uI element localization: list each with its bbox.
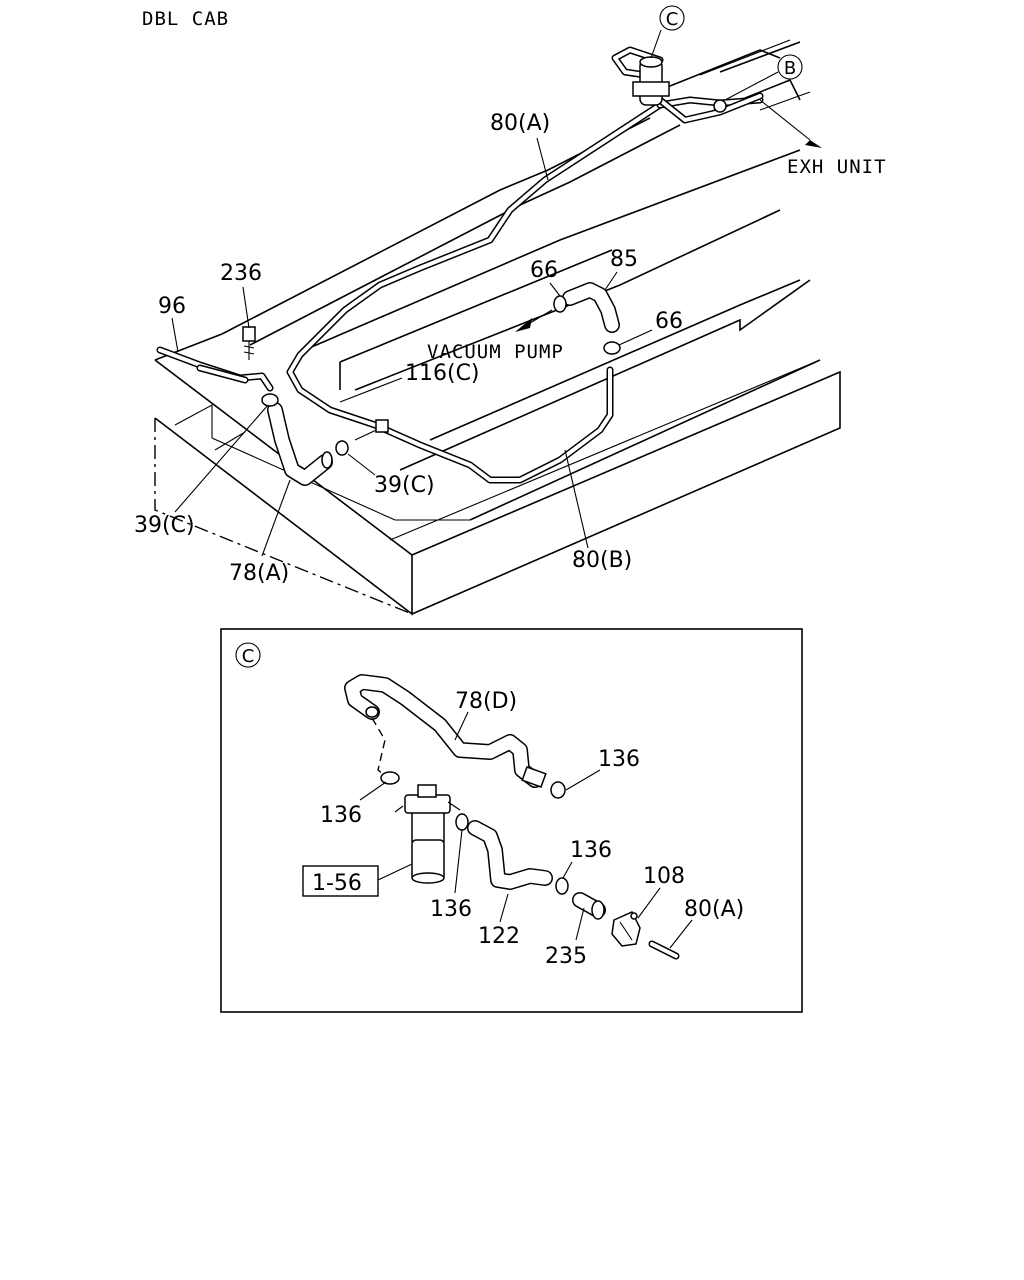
clip-39c-right: [335, 419, 389, 456]
detail-ref-circle-c: [235, 642, 261, 668]
label-39c-left: 39(C): [134, 513, 195, 538]
clip-66-top: [553, 295, 567, 313]
label-136-mid: 136: [430, 897, 472, 922]
leader-lines-detail: [359, 711, 693, 949]
canister-1-56: [394, 784, 461, 884]
vacuum-pump-arrow: [515, 309, 553, 332]
label-1-56: 1-56: [312, 871, 362, 896]
label-136-top: 136: [598, 747, 640, 772]
ref-circle-c: [659, 5, 685, 31]
pipe-235: [572, 892, 606, 920]
detail-ref-c-label: C: [242, 646, 255, 667]
label-136-right: 136: [570, 838, 612, 863]
label-80a-detail: 80(A): [684, 897, 744, 922]
label-236: 236: [220, 261, 262, 286]
detail-box-c: [220, 628, 803, 1013]
label-78a: 78(A): [229, 561, 289, 586]
label-exh-unit: EXH UNIT: [787, 156, 887, 178]
label-235: 235: [545, 944, 587, 969]
label-66-top: 66: [530, 258, 558, 283]
frame-rails: [154, 39, 841, 616]
exh-unit-arrow: [759, 99, 822, 148]
hose-78a: [267, 402, 333, 486]
ref-b-label: B: [784, 58, 796, 79]
clip-66-right: [603, 341, 621, 355]
label-vacuum-pump: VACUUM PUMP: [427, 341, 564, 363]
clip-108: [611, 911, 641, 947]
clip-136-mid: [455, 813, 469, 831]
hose-78d: [344, 674, 547, 788]
label-66-right: 66: [655, 309, 683, 334]
pipe-80a-short: [648, 940, 680, 960]
label-1-56-box: [302, 865, 379, 897]
ref-c-label: C: [666, 9, 679, 30]
canister-top: [611, 46, 727, 113]
label-39c-right: 39(C): [374, 473, 435, 498]
ref-circle-b: [777, 54, 803, 80]
label-108: 108: [643, 864, 685, 889]
label-136-left: 136: [320, 803, 362, 828]
clip-136-left: [380, 771, 400, 785]
hose-85: [562, 282, 620, 333]
diagram-title: DBL CAB: [142, 8, 229, 30]
label-122: 122: [478, 924, 520, 949]
clip-39c-left: [261, 393, 279, 407]
label-96: 96: [158, 294, 186, 319]
label-116c: 116(C): [405, 361, 480, 386]
hose-122: [467, 820, 553, 890]
clip-136-top: [550, 781, 566, 799]
label-78d: 78(D): [455, 689, 517, 714]
label-80b: 80(B): [572, 548, 632, 573]
pipe-96: [156, 346, 274, 392]
pipe-80a: [286, 92, 764, 484]
label-80a: 80(A): [490, 111, 550, 136]
label-85: 85: [610, 247, 638, 272]
leader-lines-upper: [171, 29, 779, 557]
clip-136-right: [555, 877, 569, 895]
